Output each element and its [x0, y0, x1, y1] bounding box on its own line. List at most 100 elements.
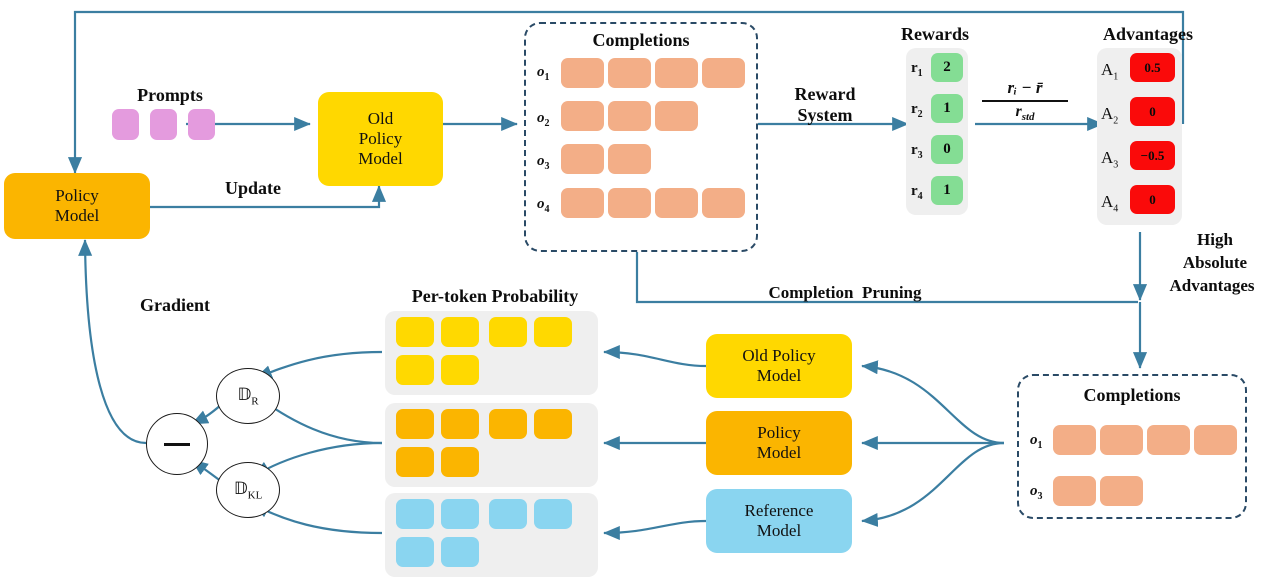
completion-cell — [561, 188, 604, 218]
old-policy-model-box-bottom[interactable]: Old Policy Model — [706, 334, 852, 398]
wire-grid3-to-dkl — [253, 504, 383, 535]
completion-cell — [655, 188, 698, 218]
reward-label-r1: r1 — [911, 60, 923, 79]
completion-row-label-o3: o3 — [537, 153, 550, 172]
prompt-cell — [150, 109, 177, 140]
completion-row-label-o2: o2 — [537, 110, 550, 129]
advantage-value-a3: −0.5 — [1130, 141, 1175, 170]
completion-cell — [1053, 476, 1096, 506]
policy-model-bottom-label: Policy Model — [756, 422, 802, 462]
policy-model-label: Policy Model — [54, 185, 100, 225]
reward-value-r1: 2 — [931, 53, 963, 82]
completions-top-container — [524, 22, 758, 252]
reward-value-r4: 1 — [931, 176, 963, 205]
wire-grid2-to-dkl — [253, 441, 383, 477]
completion-cell — [655, 101, 698, 131]
old-policy-model-label: Old Policy Model — [358, 108, 403, 169]
token-prob-cell — [441, 447, 479, 477]
d-kl-label: 𝔻KL — [233, 478, 263, 502]
reward-label-r4: r4 — [911, 183, 923, 202]
rewards-title: Rewards — [901, 24, 969, 44]
d-r-operator-circle: 𝔻R — [216, 368, 280, 424]
completion-cell — [1194, 425, 1237, 455]
d-r-label: 𝔻R — [237, 384, 259, 408]
token-prob-cell — [396, 447, 434, 477]
token-prob-cell — [441, 537, 479, 567]
completion-cell — [608, 101, 651, 131]
reward-value-r2: 1 — [931, 94, 963, 123]
advantage-label-a3: A3 — [1101, 148, 1119, 171]
completion-pruning-label: Completion Pruning — [768, 283, 922, 302]
reward-system-label-line2: System — [797, 105, 853, 125]
prompts-label: Prompts — [137, 85, 203, 105]
advantage-label-a1: A1 — [1101, 60, 1119, 83]
advantage-value-a4: 0 — [1130, 185, 1175, 214]
wire-grid2-to-dr — [261, 399, 383, 445]
completion-row-label-o4: o4 — [537, 196, 550, 215]
wire-bottom-completions-to-old-policy — [861, 360, 1005, 445]
token-prob-cell — [534, 409, 572, 439]
policy-model-box[interactable]: Policy Model — [4, 173, 150, 239]
wire-policy-update-to-old-policy — [148, 185, 387, 209]
wire-grid1-to-dr — [255, 350, 383, 380]
minus-operator-circle — [146, 413, 208, 475]
completion-cell — [702, 58, 745, 88]
token-prob-cell — [396, 355, 434, 385]
token-prob-cell — [441, 317, 479, 347]
completions-top-title: Completions — [592, 30, 690, 50]
wire-advantages-to-policy — [67, 10, 1185, 174]
wire-old-policy-to-grid1 — [603, 344, 707, 368]
reference-model-label: Reference Model — [744, 500, 814, 540]
token-prob-cell — [534, 317, 572, 347]
completion-cell — [1100, 425, 1143, 455]
formula-denominator: rstd — [1015, 103, 1035, 124]
policy-model-box-bottom[interactable]: Policy Model — [706, 411, 852, 475]
completion-cell — [608, 188, 651, 218]
completions-bottom-title: Completions — [1083, 385, 1181, 405]
completion-bottom-row-label-o3: o3 — [1030, 483, 1043, 502]
completion-cell — [561, 144, 604, 174]
reference-model-box[interactable]: Reference Model — [706, 489, 852, 553]
token-prob-cell — [441, 499, 479, 529]
completions-bottom-container — [1017, 374, 1247, 519]
reward-label-r3: r3 — [911, 142, 923, 161]
token-prob-cell — [489, 499, 527, 529]
high-absolute-advantages-line2: Absolute — [1182, 253, 1248, 272]
completion-cell — [561, 58, 604, 88]
completion-cell — [1100, 476, 1143, 506]
token-prob-cell — [396, 409, 434, 439]
advantage-label-a2: A2 — [1101, 104, 1119, 127]
gradient-label: Gradient — [140, 295, 210, 315]
advantage-formula: rᵢ − r̄ rstd — [982, 78, 1068, 123]
high-absolute-advantages-line1: High — [1197, 230, 1233, 249]
completion-cell — [1053, 425, 1096, 455]
token-prob-cell — [489, 317, 527, 347]
token-prob-cell — [534, 499, 572, 529]
completion-cell — [1147, 425, 1190, 455]
token-prob-cell — [441, 409, 479, 439]
formula-numerator: rᵢ − r̄ — [1007, 78, 1043, 97]
formula-bar — [982, 100, 1068, 102]
d-kl-operator-circle: 𝔻KL — [216, 462, 280, 518]
token-prob-cell — [441, 355, 479, 385]
prompt-cell — [112, 109, 139, 140]
per-token-probability-title: Per-token Probability — [411, 286, 579, 306]
completion-cell — [655, 58, 698, 88]
completion-row-label-o1: o1 — [537, 64, 550, 83]
token-prob-cell — [396, 537, 434, 567]
wire-reference-to-grid3 — [603, 519, 707, 541]
wire-bottom-completions-to-reference — [861, 441, 1005, 527]
reward-system-label-line1: Reward — [794, 84, 856, 104]
old-policy-model-bottom-label: Old Policy Model — [742, 345, 816, 385]
advantage-value-a1: 0.5 — [1130, 53, 1175, 82]
completion-cell — [608, 144, 651, 174]
completion-bottom-row-label-o1: o1 — [1030, 432, 1043, 451]
old-policy-model-box-top[interactable]: Old Policy Model — [318, 92, 443, 186]
wire-completions-pruning-line — [635, 252, 1138, 304]
completion-cell — [608, 58, 651, 88]
completion-cell — [702, 188, 745, 218]
token-prob-cell — [489, 409, 527, 439]
token-prob-cell — [396, 317, 434, 347]
